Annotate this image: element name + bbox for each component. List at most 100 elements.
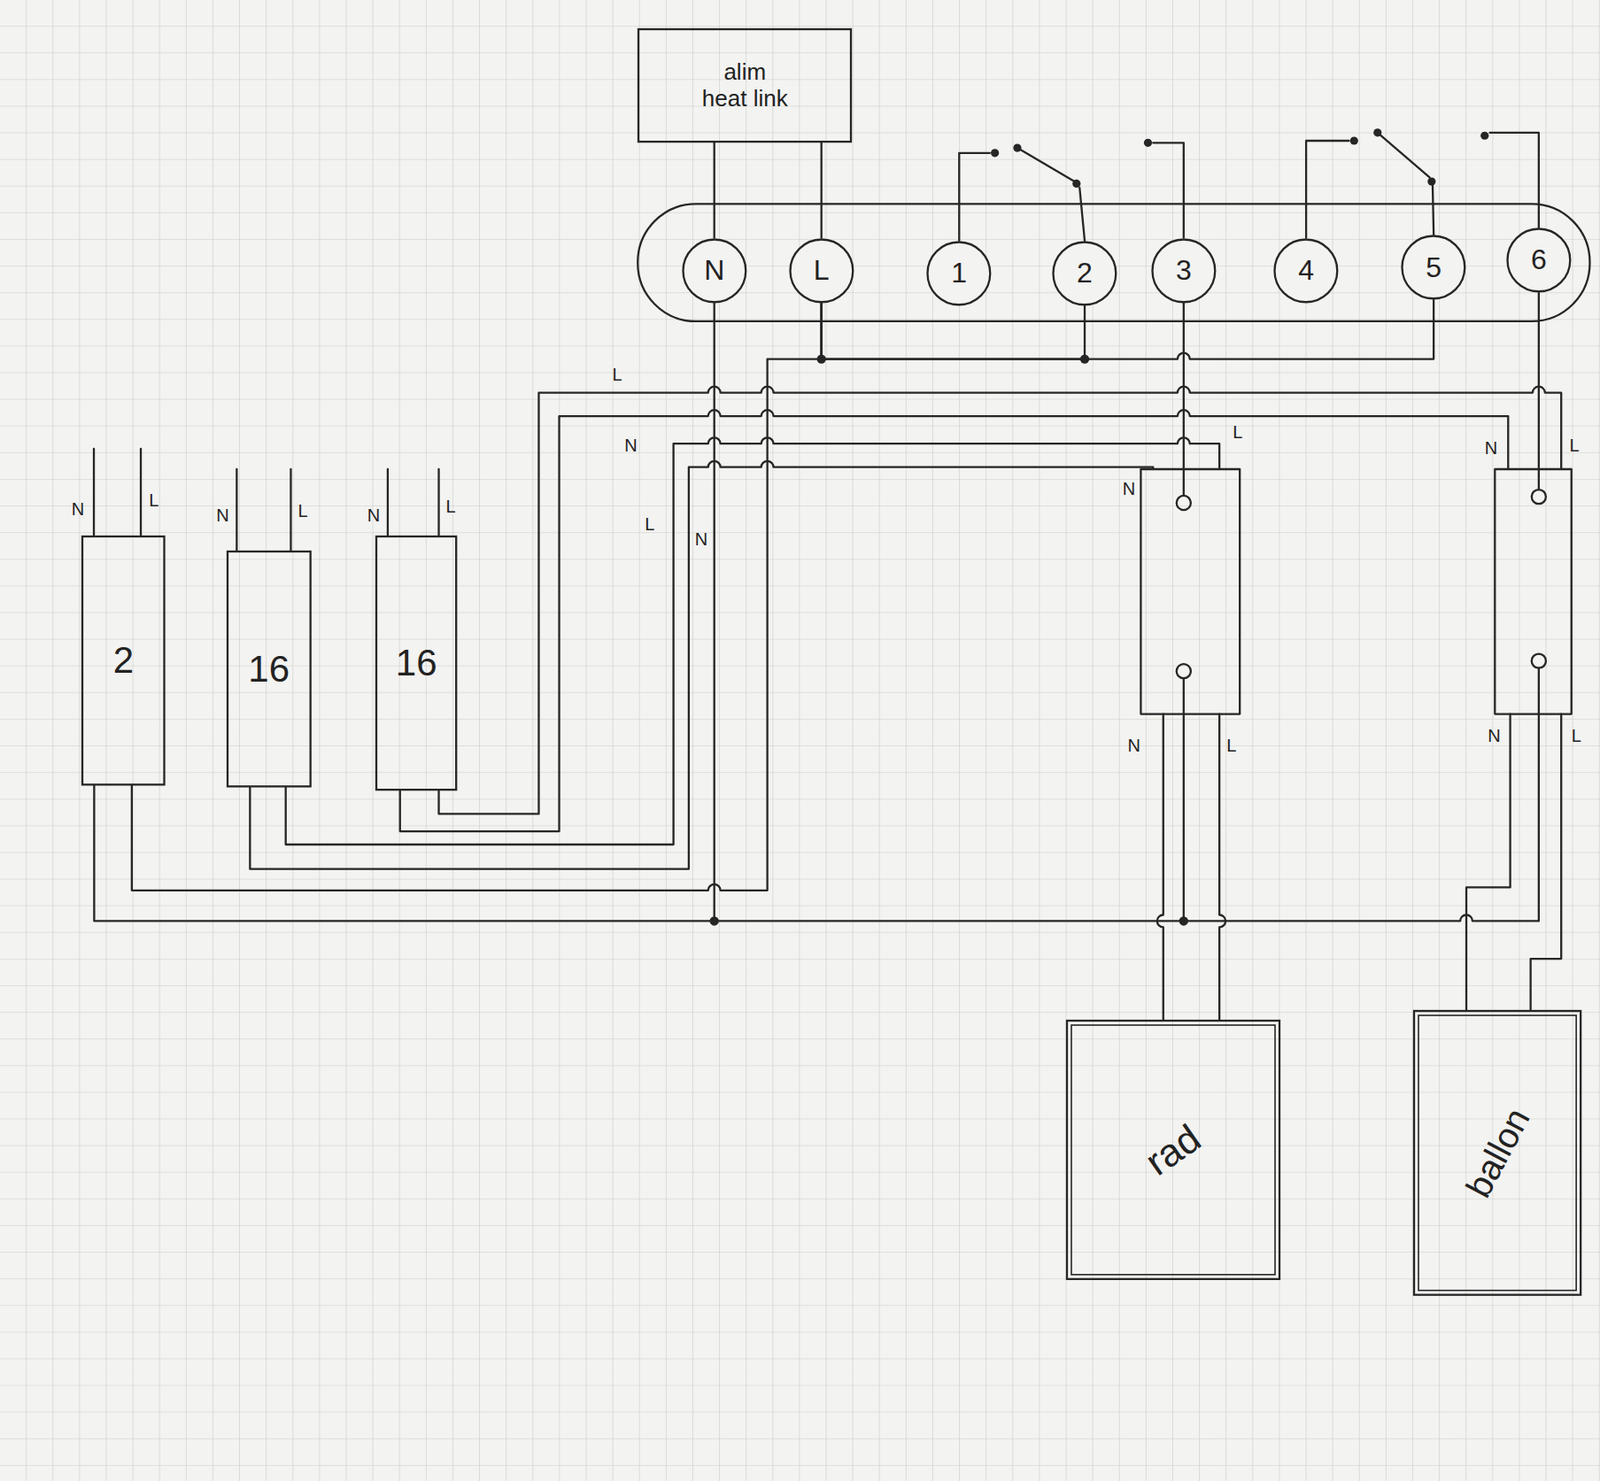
wire (820, 142, 823, 238)
terminal-circle (789, 239, 853, 302)
node-text: alim heat link (700, 59, 789, 113)
wire-label: N (367, 506, 380, 525)
wire-label: L (298, 502, 309, 520)
terminal-circle (1275, 239, 1338, 302)
radiator-box: rad (1066, 1020, 1281, 1281)
wire-label: N (624, 436, 637, 455)
relay-contact (1072, 179, 1081, 188)
wire-label-anchor: N (216, 506, 229, 525)
relay-contact (990, 148, 999, 157)
node-text: 16 (395, 641, 438, 685)
node-text: 16 (247, 648, 290, 691)
supply-wire (387, 469, 440, 536)
wire-label-anchor: N (624, 436, 637, 455)
wire-label: N (695, 530, 708, 549)
contactor (1140, 469, 1240, 715)
wire-label-anchor: N (695, 530, 708, 549)
node-text: ballon (1457, 1101, 1539, 1205)
wire-label-anchor: L (1232, 423, 1243, 441)
wire-label: L (644, 515, 655, 534)
node-text: 6 (1530, 243, 1547, 277)
wire-label-anchor: N (367, 506, 380, 525)
load-wire (1530, 714, 1562, 1011)
wire-label: N (216, 506, 229, 525)
wire-label-anchor: N (1484, 439, 1498, 457)
wire-label: L (1232, 423, 1243, 441)
relay-wire (1490, 132, 1539, 228)
terminal-circle (1053, 241, 1117, 305)
wire-label-anchor: N (71, 500, 85, 518)
terminal-circle (1507, 228, 1570, 292)
wire-label: L (446, 497, 457, 516)
terminal-circle (927, 241, 991, 305)
wire (821, 302, 1085, 359)
terminal: 3 (1151, 238, 1217, 304)
wire-label-anchor: L (1571, 726, 1582, 745)
wire-label: N (71, 500, 85, 518)
node-text: 2 (1076, 256, 1093, 290)
relay-wire (1432, 185, 1434, 235)
power-wire (439, 386, 1562, 815)
wire-label-anchor: N (1127, 736, 1140, 755)
power-wire (285, 437, 1220, 845)
breaker: 16 (226, 550, 312, 788)
wire (821, 300, 1434, 360)
node-text: 4 (1298, 254, 1315, 287)
relay-blade (1377, 132, 1430, 178)
supply-box: alim heat link (637, 28, 852, 143)
relay-contact (1480, 131, 1489, 140)
node-text: L (813, 254, 830, 287)
wire-label: L (148, 491, 159, 510)
wire-label: N (1487, 726, 1500, 745)
terminal: N (681, 238, 748, 304)
terminal: 5 (1400, 234, 1467, 301)
wire-label: N (1122, 479, 1136, 498)
contactor (1494, 469, 1571, 715)
wire-label: L (611, 365, 622, 384)
terminal: 6 (1506, 227, 1572, 294)
wire-label: N (1127, 736, 1140, 755)
power-wire (249, 461, 1153, 870)
wire-label-anchor: L (446, 497, 457, 516)
terminal: 1 (926, 240, 992, 307)
wire (93, 302, 714, 921)
wire (713, 142, 716, 238)
box-outline (1071, 1025, 1276, 1276)
terminal: 2 (1051, 240, 1118, 307)
neutral-wire (1182, 678, 1185, 921)
coil-terminal (1176, 495, 1191, 511)
wire-label-anchor: L (611, 365, 622, 384)
breaker: 16 (375, 535, 457, 791)
relay-blade (1017, 147, 1075, 182)
coil-terminal (1176, 664, 1191, 679)
relay-wire (1079, 187, 1085, 241)
wire-label-anchor: L (644, 515, 655, 534)
control-wire (1538, 293, 1540, 490)
relay-contact (1427, 177, 1436, 186)
coil-terminal (1531, 489, 1546, 504)
load-wire (1219, 714, 1226, 1021)
relay-wire (958, 153, 990, 241)
wire-label: L (1226, 736, 1237, 755)
wire (131, 302, 822, 891)
node-text: 5 (1425, 251, 1442, 285)
wire-label: N (1484, 439, 1498, 457)
terminal: 4 (1273, 238, 1339, 304)
wire-label-anchor: N (1487, 726, 1500, 745)
box-outline (376, 536, 457, 790)
box-outline (1418, 1015, 1577, 1291)
neutral-bus (714, 668, 1539, 922)
box-outline (82, 536, 164, 785)
wire-label-anchor: N (1122, 479, 1136, 498)
node-text: 3 (1175, 254, 1192, 287)
wire-label-anchor: L (148, 491, 159, 510)
relay-wire (1306, 140, 1349, 238)
breaker: 2 (81, 535, 165, 786)
terminal-circle (682, 239, 746, 302)
node-text: rad (1137, 1115, 1210, 1185)
node-text: 1 (950, 256, 967, 290)
relay-contact (1143, 139, 1152, 147)
wire-label-anchor: L (1569, 436, 1579, 455)
